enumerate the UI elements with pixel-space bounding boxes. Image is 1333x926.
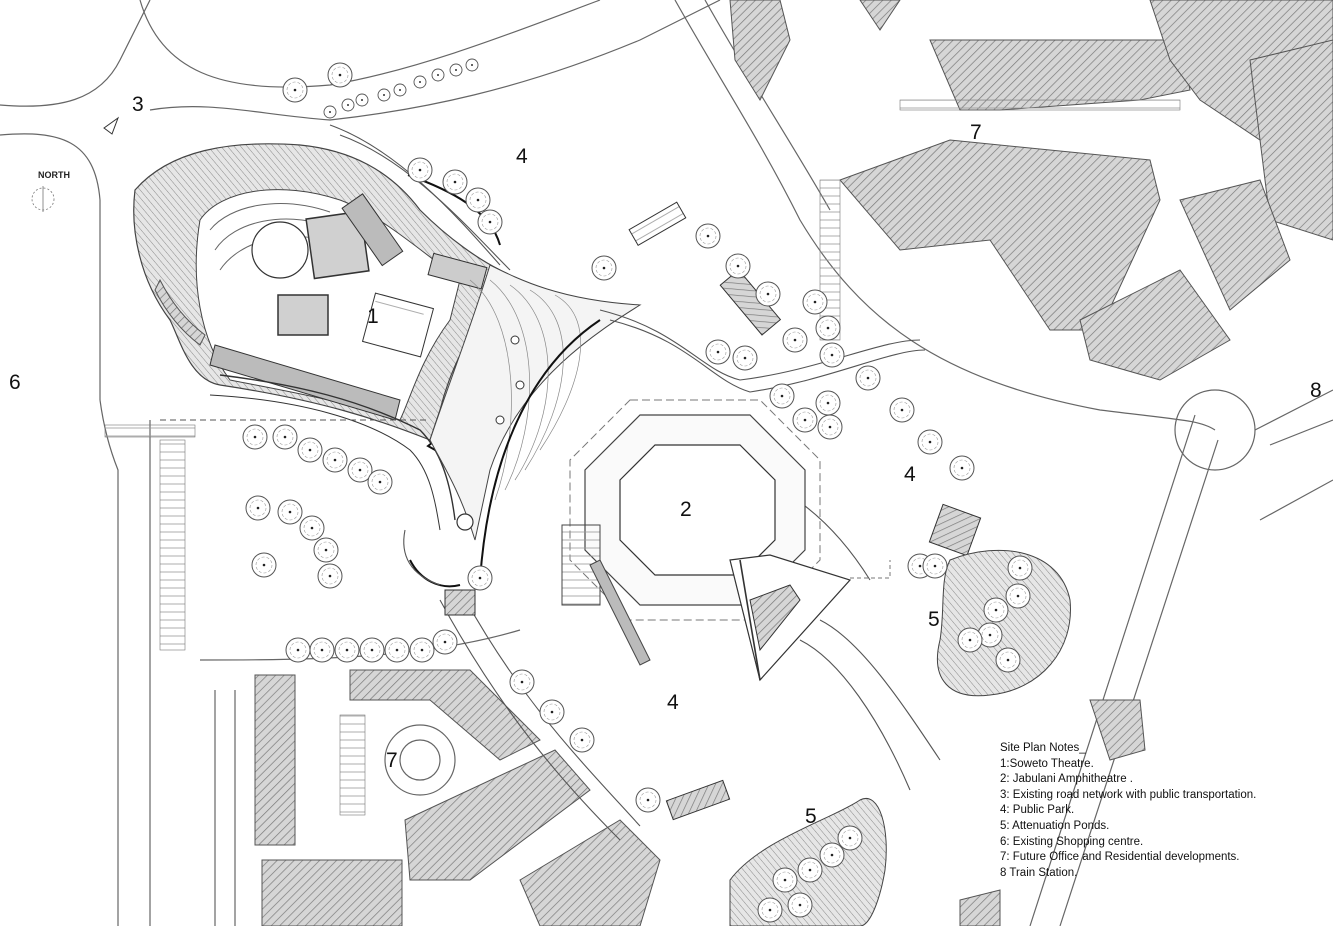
residential-blocks-ne <box>729 0 1333 381</box>
note-item: 1:Soweto Theatre. <box>1000 757 1094 770</box>
zone-label-4-east: 4 <box>904 463 916 486</box>
zone-label-6: 6 <box>9 371 21 394</box>
note-item: 6: Existing Shopping centre. <box>1000 835 1144 848</box>
note-item: 5: Attenuation Ponds. <box>1000 819 1110 832</box>
north-arrow-icon <box>31 186 55 212</box>
zone-label-3: 3 <box>132 93 144 116</box>
zone-label-4-north: 4 <box>516 145 528 168</box>
notes-title: Site Plan Notes_ <box>1000 742 1086 754</box>
note-item: 4: Public Park. <box>1000 804 1075 817</box>
zone-label-7-north: 7 <box>970 121 982 144</box>
note-item: 8 Train Station. <box>1000 866 1078 879</box>
zone-label-2: 2 <box>680 498 692 521</box>
direction-arrow-icon <box>103 116 120 135</box>
zone-label-1: 1 <box>367 305 379 328</box>
residential-blocks-sw <box>254 669 661 926</box>
plaza-fan <box>429 264 642 581</box>
train-station-block <box>959 699 1146 926</box>
zone-label-7-south: 7 <box>386 749 398 772</box>
park-pavilions <box>444 201 982 821</box>
soweto-theatre-building <box>133 143 501 531</box>
landscape-wedge <box>154 278 206 346</box>
zone-label-8: 8 <box>1310 379 1322 402</box>
zone-label-4-south: 4 <box>667 691 679 714</box>
zone-label-5-south: 5 <box>805 805 817 828</box>
jabulani-amphitheatre <box>561 399 891 682</box>
note-item: 7: Future Office and Residential develop… <box>1000 851 1240 864</box>
note-item: 2: Jabulani Amphitheatre . <box>1000 773 1133 786</box>
zone-label-5-east: 5 <box>928 608 940 631</box>
north-label: NORTH <box>38 170 70 180</box>
site-plan-notes: Site Plan Notes_ 1:Soweto Theatre. 2: Ja… <box>1000 741 1256 881</box>
note-item: 3: Existing road network with public tra… <box>1000 788 1257 801</box>
